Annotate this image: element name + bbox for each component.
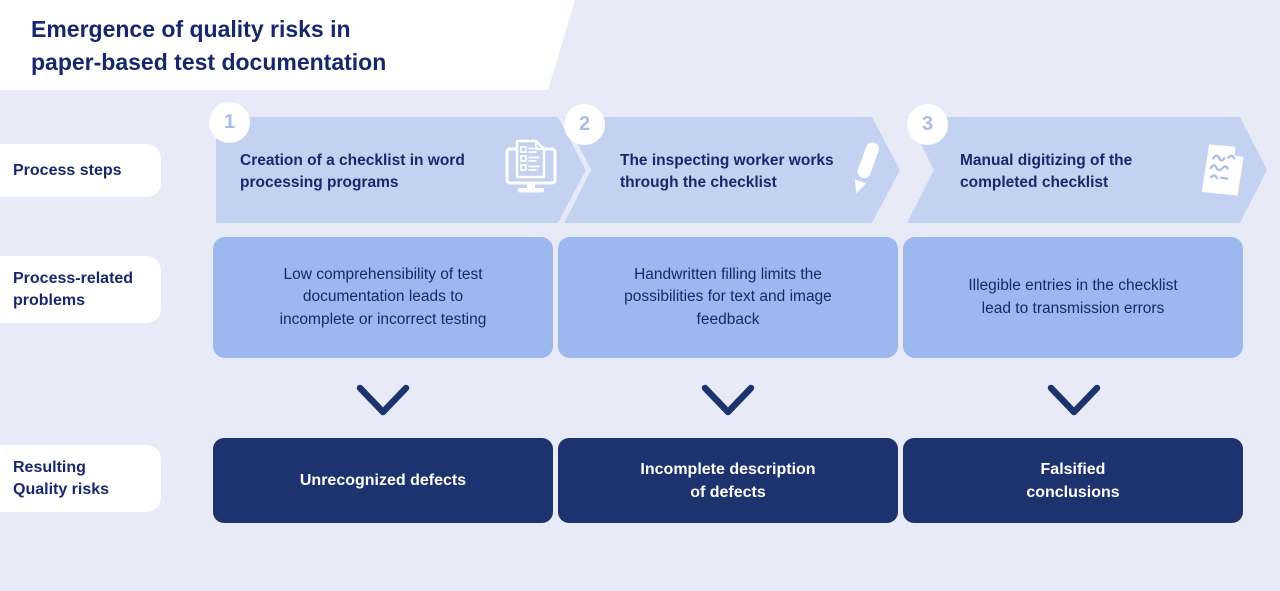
step-label-3: Manual digitizing of the completed check… bbox=[960, 152, 1133, 191]
problem-box-2: Handwritten filling limits the possibili… bbox=[558, 237, 898, 358]
row-label-process-problems: Process-related problems bbox=[0, 256, 161, 323]
step-label-2: The inspecting worker works through the … bbox=[620, 152, 834, 191]
page-title: Emergence of quality risks in paper-base… bbox=[31, 16, 387, 75]
step-label-1: Creation of a checklist in word processi… bbox=[240, 152, 465, 191]
down-arrow-icon bbox=[356, 360, 410, 416]
row-label-process-steps: Process steps bbox=[0, 144, 161, 197]
step-number: 1 bbox=[223, 111, 236, 133]
step-number-badge-1: 1 bbox=[209, 102, 250, 143]
down-arrow-icon bbox=[1047, 360, 1101, 416]
step-number: 2 bbox=[578, 113, 591, 135]
risk-box-1: Unrecognized defects bbox=[213, 438, 553, 523]
down-arrow-icon bbox=[701, 360, 755, 416]
problem-box-3: Illegible entries in the checklist lead … bbox=[903, 237, 1243, 358]
step-number-badge-2: 2 bbox=[564, 104, 605, 145]
handwritten-note-icon bbox=[1197, 140, 1250, 205]
pencil-icon bbox=[841, 136, 888, 204]
row-label-quality-risks: Resulting Quality risks bbox=[0, 445, 161, 512]
title-banner bbox=[0, 0, 575, 90]
step-number: 3 bbox=[921, 113, 934, 135]
problem-box-1: Low comprehensibility of test documentat… bbox=[213, 237, 553, 358]
risk-box-2: Incomplete description of defects bbox=[558, 438, 898, 523]
risk-box-3: Falsified conclusions bbox=[903, 438, 1243, 523]
process-step-chevron-2 bbox=[564, 117, 900, 223]
monitor-checklist-icon bbox=[505, 139, 557, 202]
step-number-badge-3: 3 bbox=[907, 104, 948, 145]
